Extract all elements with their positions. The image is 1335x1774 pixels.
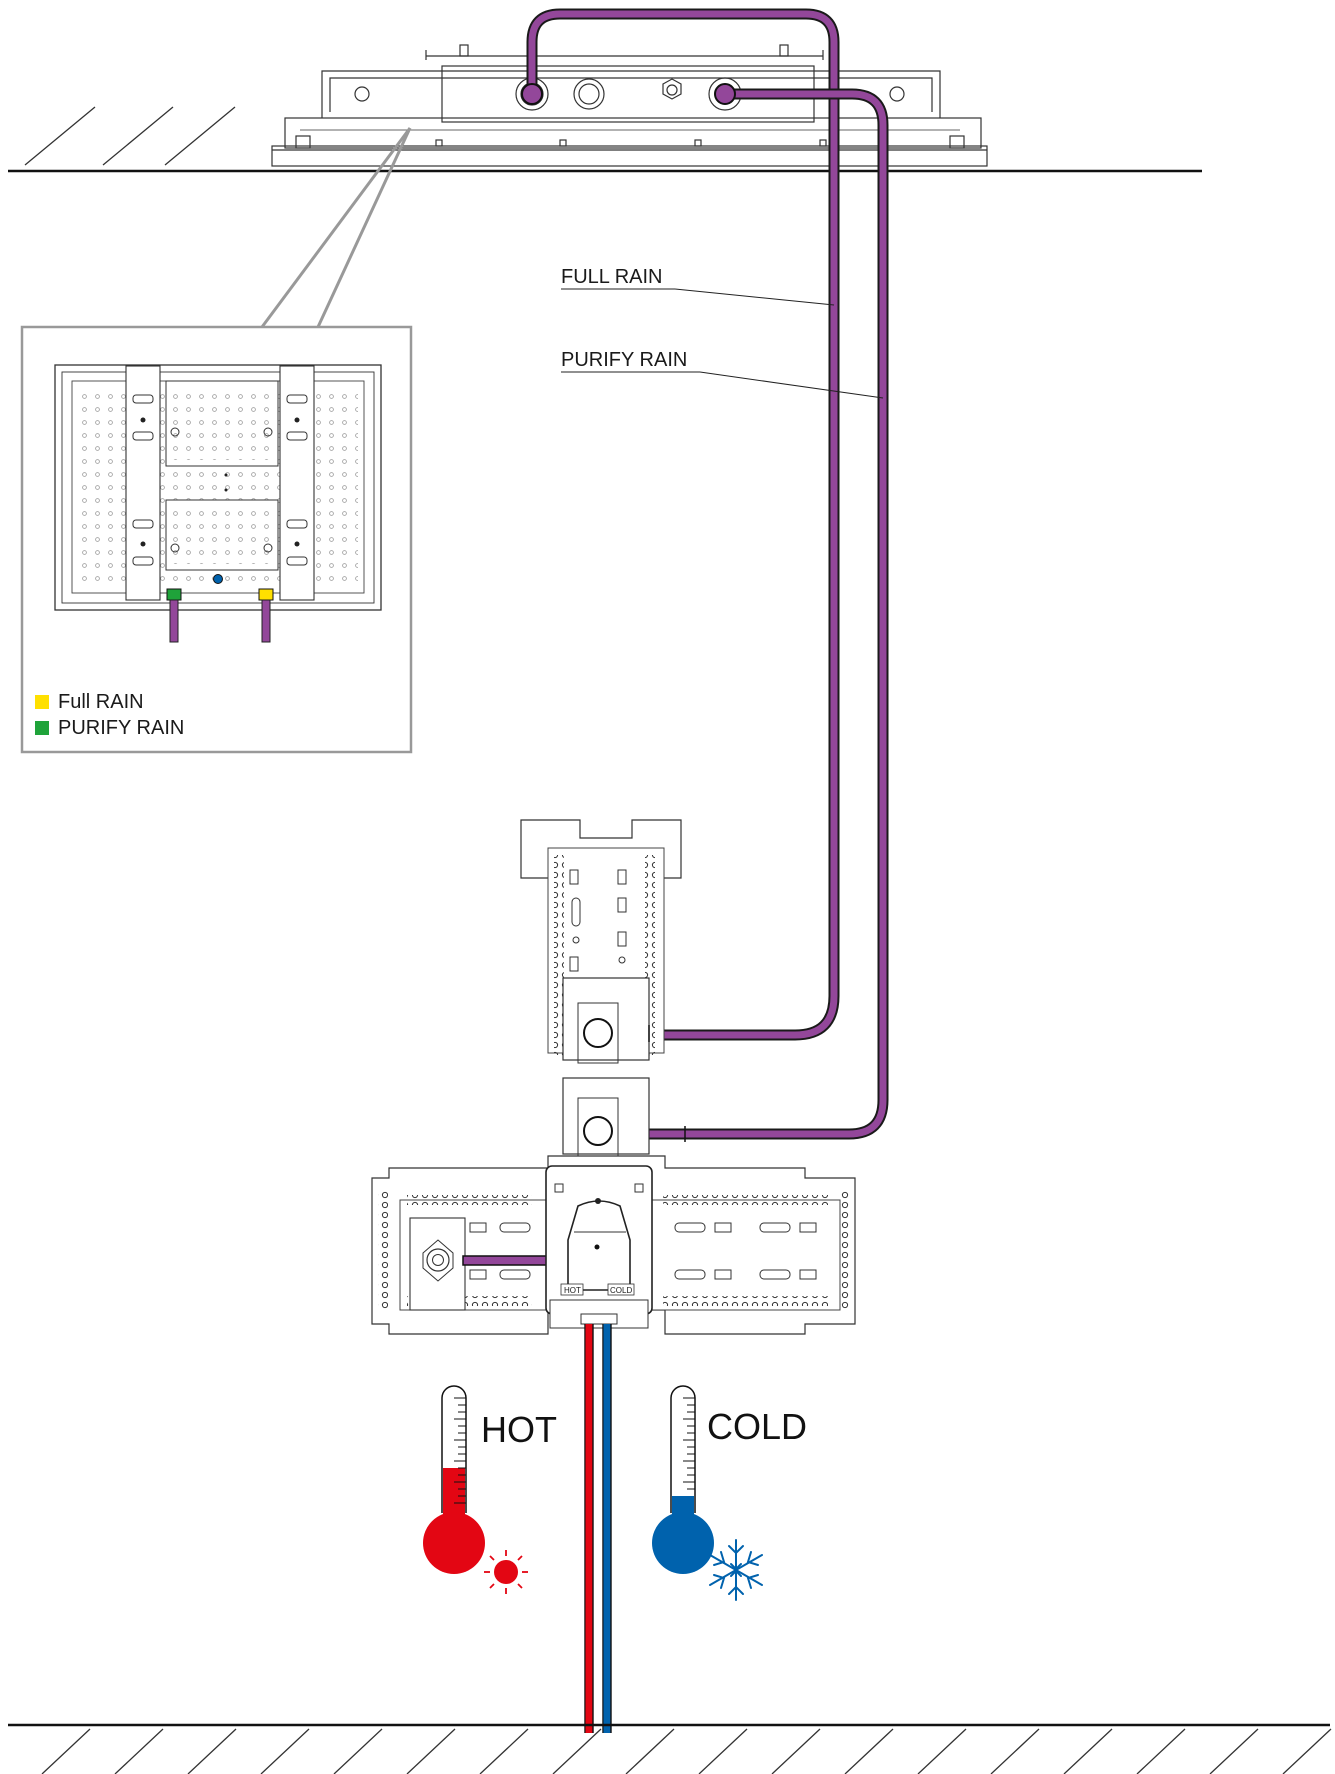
legend-label-full-rain: Full RAIN [58, 691, 144, 713]
mounting-frame: HOT COLD [371, 819, 856, 1335]
valve-cold-tag: COLD [610, 1286, 632, 1295]
legend-swatch-purify-rain [35, 721, 49, 735]
hot-thermometer-icon [423, 1385, 485, 1574]
supply-pipes [580, 1313, 618, 1733]
rain-shower-side-view [271, 44, 988, 167]
purify-rain-outlet [583, 1116, 613, 1146]
ceiling [8, 106, 1202, 173]
floor [8, 1723, 1332, 1774]
full-rain-label: FULL RAIN [561, 266, 663, 288]
valve-hot-tag: HOT [564, 1286, 581, 1295]
purify-rain-label-group: PURIFY RAIN [561, 349, 884, 399]
purify-rain-pipe [606, 88, 889, 1140]
full-rain-pipe [526, 8, 840, 1041]
legend-label-purify-rain: PURIFY RAIN [58, 717, 184, 739]
cold-thermometer-icon [652, 1385, 714, 1574]
legend-swatch-full-rain [35, 695, 49, 709]
rain-panel-top-view [54, 364, 382, 643]
sun-icon [484, 1550, 528, 1594]
purify-rain-label: PURIFY RAIN [561, 349, 687, 371]
cold-label: COLD [707, 1406, 807, 1447]
hot-label: HOT [481, 1409, 557, 1450]
snowflake-icon [709, 1539, 763, 1601]
legend: Full RAIN PURIFY RAIN [35, 691, 184, 739]
full-rain-outlet [583, 1018, 613, 1048]
full-rain-label-group: FULL RAIN [561, 266, 835, 306]
